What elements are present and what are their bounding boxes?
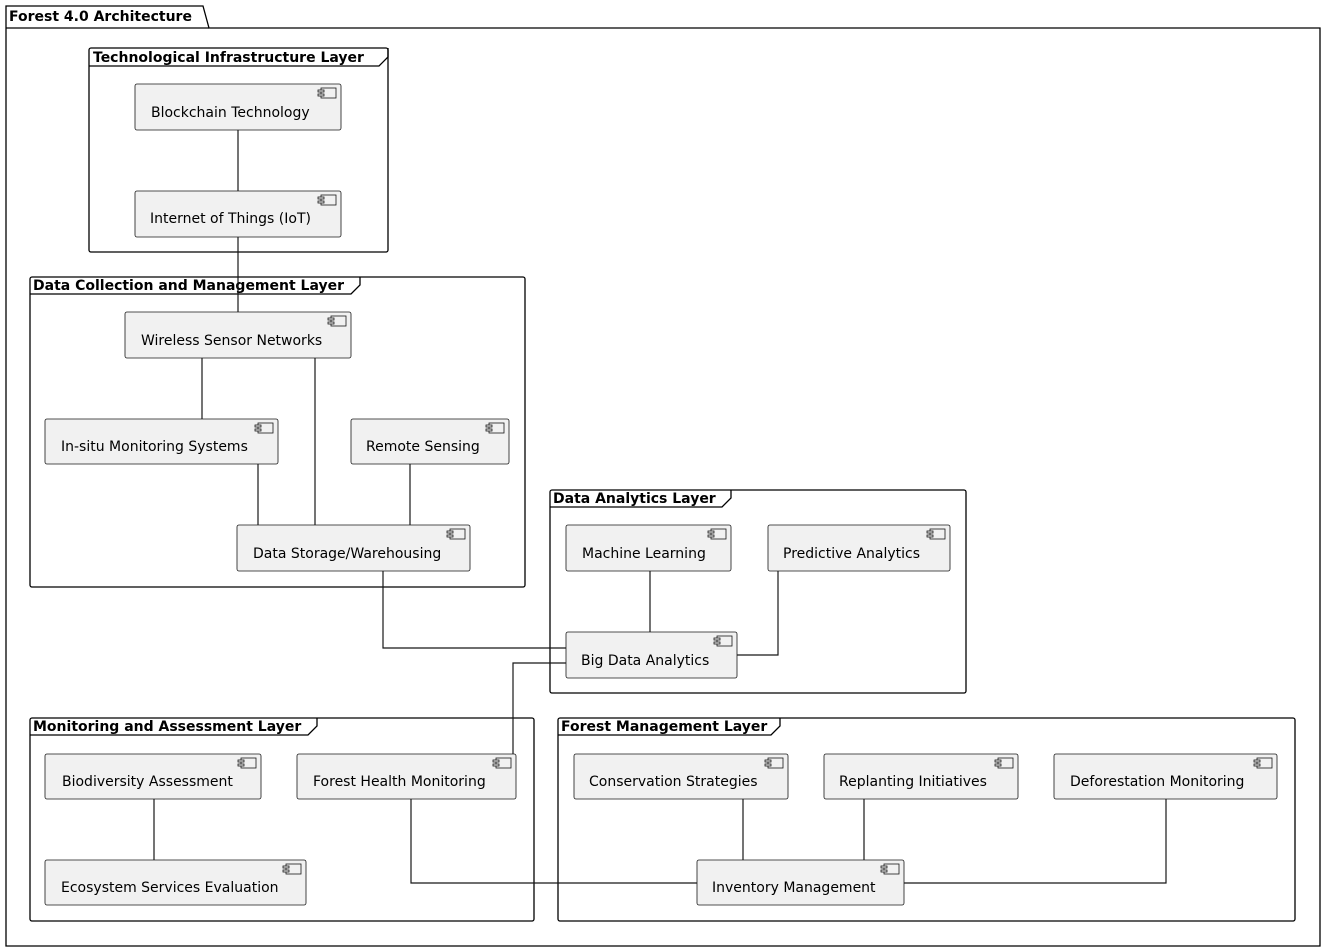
component-label: Big Data Analytics <box>581 653 709 669</box>
component-icon <box>485 422 505 434</box>
component-iot[interactable]: Internet of Things (IoT) <box>134 190 342 238</box>
component-ml[interactable]: Machine Learning <box>565 524 732 572</box>
component-wsn[interactable]: Wireless Sensor Networks <box>124 311 352 359</box>
layer-title-analytics: Data Analytics Layer <box>553 491 716 507</box>
component-icon <box>492 757 512 769</box>
layer-frame-forest: Forest Management Layer <box>557 717 1296 922</box>
edge-storage-bigdata <box>382 571 566 649</box>
outer-package: Forest 4.0 Architecture <box>5 5 1321 947</box>
edges <box>153 130 1167 884</box>
edge-health-inventory <box>410 799 697 884</box>
component-insitu[interactable]: In-situ Monitoring Systems <box>44 418 279 465</box>
diagram-title: Forest 4.0 Architecture <box>9 9 192 25</box>
component-icon <box>707 528 727 540</box>
component-icon <box>764 757 784 769</box>
component-icon <box>446 528 466 540</box>
component-icon <box>880 863 900 875</box>
component-predictive[interactable]: Predictive Analytics <box>767 524 951 572</box>
edge-deforestation-inventory <box>904 799 1167 884</box>
component-icon <box>282 863 302 875</box>
component-replanting[interactable]: Replanting Initiatives <box>823 753 1019 800</box>
component-label: Deforestation Monitoring <box>1070 774 1244 790</box>
component-label: Conservation Strategies <box>589 774 758 790</box>
component-bigdata[interactable]: Big Data Analytics <box>565 631 738 679</box>
layer-title-data: Data Collection and Management Layer <box>33 278 344 294</box>
component-label: Inventory Management <box>712 880 876 896</box>
component-storage[interactable]: Data Storage/Warehousing <box>236 524 471 572</box>
component-label: Remote Sensing <box>366 439 480 455</box>
layer-frame-analytics: Data Analytics Layer <box>549 489 967 694</box>
component-health[interactable]: Forest Health Monitoring <box>296 753 517 800</box>
component-label: Ecosystem Services Evaluation <box>61 880 279 896</box>
component-icon <box>994 757 1014 769</box>
component-inventory[interactable]: Inventory Management <box>696 859 905 906</box>
component-conservation[interactable]: Conservation Strategies <box>573 753 789 800</box>
component-label: Wireless Sensor Networks <box>141 333 322 349</box>
component-biodiversity[interactable]: Biodiversity Assessment <box>44 753 262 800</box>
layer-title-forest: Forest Management Layer <box>561 719 767 735</box>
component-icon <box>1253 757 1273 769</box>
component-label: Biodiversity Assessment <box>62 774 233 790</box>
component-icon <box>926 528 946 540</box>
component-icon <box>327 315 347 327</box>
component-label: Forest Health Monitoring <box>313 774 486 790</box>
layer-frame-data: Data Collection and Management Layer <box>29 276 526 588</box>
component-icon <box>317 194 337 206</box>
layer-frame-monitor: Monitoring and Assessment Layer <box>29 717 535 922</box>
component-icon <box>254 422 274 434</box>
edge-bigdata-health <box>512 662 566 754</box>
edge-predictive-bigdata <box>737 571 779 656</box>
component-label: In-situ Monitoring Systems <box>61 439 248 455</box>
component-label: Blockchain Technology <box>151 105 310 121</box>
component-blockchain[interactable]: Blockchain Technology <box>134 83 342 131</box>
layer-title-tech: Technological Infrastructure Layer <box>93 50 364 66</box>
component-label: Data Storage/Warehousing <box>253 546 441 562</box>
component-label: Internet of Things (IoT) <box>150 211 311 227</box>
component-label: Machine Learning <box>582 546 706 562</box>
component-ecosystem[interactable]: Ecosystem Services Evaluation <box>44 859 307 906</box>
layer-title-monitor: Monitoring and Assessment Layer <box>33 719 301 735</box>
component-icon <box>713 635 733 647</box>
component-deforestation[interactable]: Deforestation Monitoring <box>1053 753 1278 800</box>
component-icon <box>237 757 257 769</box>
component-remote[interactable]: Remote Sensing <box>350 418 510 465</box>
component-icon <box>317 87 337 99</box>
component-label: Replanting Initiatives <box>839 774 987 790</box>
component-label: Predictive Analytics <box>783 546 920 562</box>
